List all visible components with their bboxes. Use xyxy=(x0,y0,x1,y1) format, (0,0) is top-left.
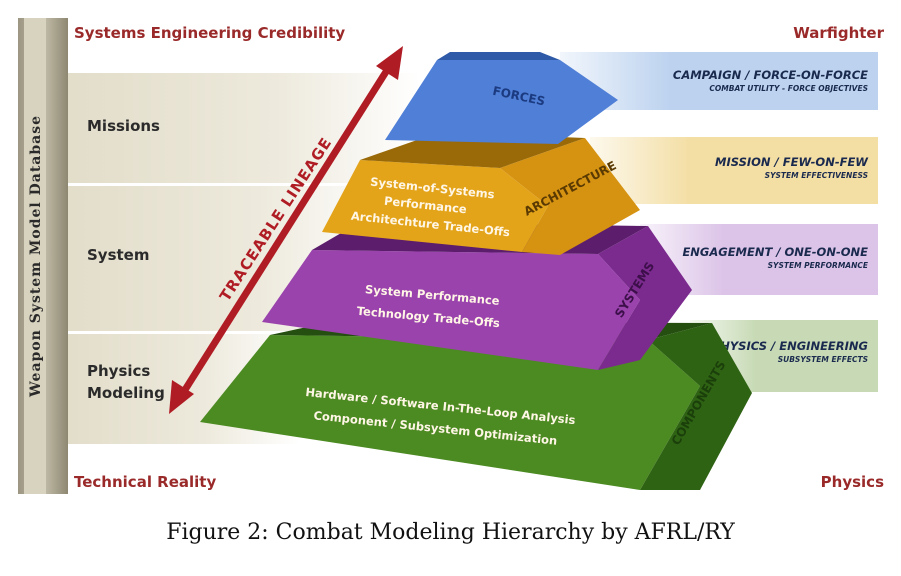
tier-forces xyxy=(385,52,618,144)
banner-campaign xyxy=(560,52,878,110)
banner-physics-subtitle: SUBSYSTEM EFFECTS xyxy=(778,355,868,364)
figure-caption: Figure 2: Combat Modeling Hierarchy by A… xyxy=(166,520,735,545)
label-bottom-left: Technical Reality xyxy=(74,473,216,491)
band-label-physics-1: Physics xyxy=(87,362,150,380)
band-label-physics-2: Modeling xyxy=(87,384,165,402)
banner-engagement-title: ENGAGEMENT / ONE-ON-ONE xyxy=(682,245,868,259)
traceable-lineage-arrow xyxy=(169,46,403,414)
banner-physics-title: PHYSICS / ENGINEERING xyxy=(712,339,868,353)
hierarchy-diagram: CAMPAIGN / FORCE-ON-FORCE COMBAT UTILITY… xyxy=(18,18,885,494)
label-top-right: Warfighter xyxy=(793,24,884,42)
band-label-system: System xyxy=(87,246,149,264)
banner-engagement-subtitle: SYSTEM PERFORMANCE xyxy=(768,261,869,270)
banner-engagement xyxy=(640,224,878,295)
label-top-left: Systems Engineering Credibility xyxy=(74,24,345,42)
label-bottom-right: Physics xyxy=(821,473,884,491)
banner-mission-subtitle: SYSTEM EFFECTIVENESS xyxy=(765,171,868,180)
banner-campaign-subtitle: COMBAT UTILITY - FORCE OBJECTIVES xyxy=(709,84,868,93)
banner-campaign-title: CAMPAIGN / FORCE-ON-FORCE xyxy=(673,68,868,82)
database-label: Weapon System Model Database xyxy=(28,115,44,398)
banner-mission xyxy=(590,137,878,204)
banner-mission-title: MISSION / FEW-ON-FEW xyxy=(715,155,869,169)
database-post-inner xyxy=(24,18,46,494)
band-label-missions: Missions xyxy=(87,117,160,135)
